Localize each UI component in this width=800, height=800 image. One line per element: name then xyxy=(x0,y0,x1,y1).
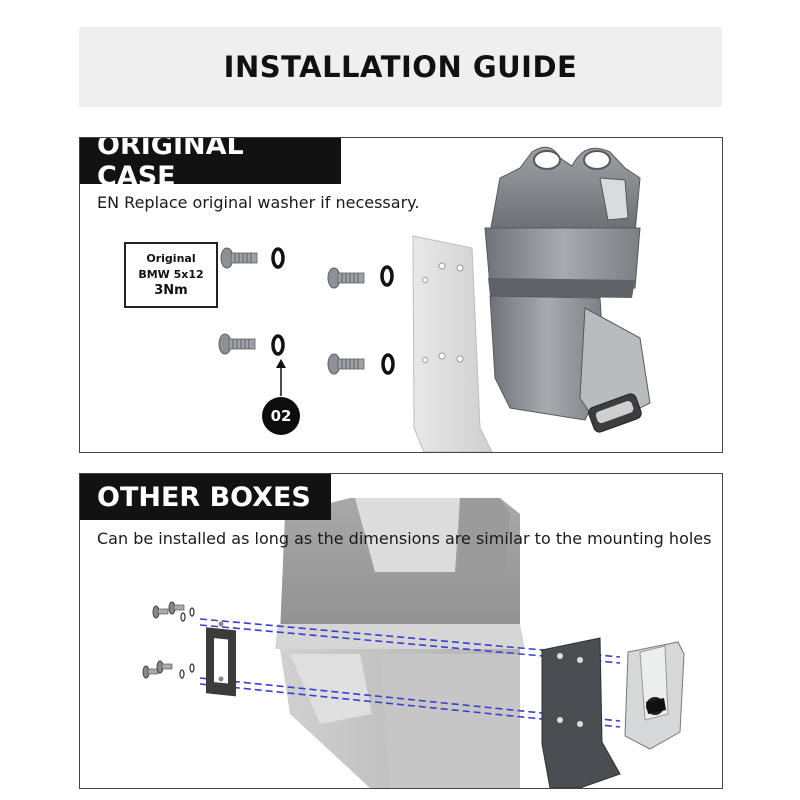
spec-line-1: Original xyxy=(146,252,196,265)
washer-icon xyxy=(381,353,395,375)
spec-torque: 3Nm xyxy=(154,283,188,298)
washer-icon xyxy=(380,265,394,287)
page-title: INSTALLATION GUIDE xyxy=(223,50,578,84)
section-title-other-boxes: OTHER BOXES xyxy=(80,474,331,520)
screw-icon xyxy=(218,333,256,355)
lock-clamp xyxy=(624,641,685,750)
original-case-illustration xyxy=(218,146,651,452)
original-case-caption: EN Replace original washer if necessary. xyxy=(97,193,420,212)
alignment-guides xyxy=(199,618,621,728)
other-boxes-illustration xyxy=(142,498,685,788)
screw-icon xyxy=(152,601,195,622)
screw-spec-box: Original BMW 5x12 3Nm xyxy=(124,242,218,308)
screw-icon xyxy=(142,660,195,679)
original-case-panel: ORIGINAL CASE EN Replace original washer… xyxy=(79,137,723,453)
header-banner: INSTALLATION GUIDE xyxy=(79,27,722,107)
spec-line-2: BMW 5x12 xyxy=(138,268,204,281)
gasket-plate xyxy=(206,621,236,697)
other-boxes-panel: OTHER BOXES Can be installed as long as … xyxy=(79,473,723,789)
washer-icon xyxy=(271,247,285,269)
top-case-box xyxy=(275,498,525,788)
bracket-plate xyxy=(541,637,621,788)
bracket-plate xyxy=(412,235,493,452)
section-title-original-case: ORIGINAL CASE xyxy=(80,138,341,192)
arrow-up-icon xyxy=(276,359,286,396)
screw-icon xyxy=(327,267,365,289)
screw-icon xyxy=(220,247,258,269)
screw-icon xyxy=(327,353,365,375)
washer-icon xyxy=(271,334,285,356)
other-boxes-caption: Can be installed as long as the dimensio… xyxy=(97,529,712,548)
callout-badge: 02 xyxy=(262,397,300,435)
case-mount-bracket xyxy=(484,146,651,433)
